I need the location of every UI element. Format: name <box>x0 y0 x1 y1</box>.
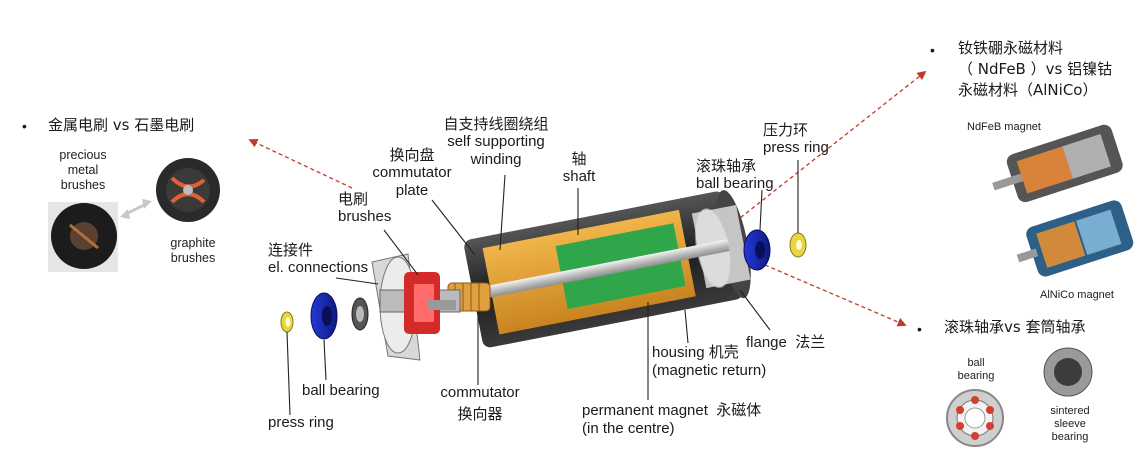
double-arrow-icon <box>120 199 152 219</box>
magnet-heading-line-2: （ NdFeB ）vs 铝镍钴 <box>958 60 1113 78</box>
self-supporting-cn: 自支持线圈绕组 <box>443 115 549 133</box>
commutator-plate-en-1: commutator <box>372 164 452 181</box>
connections-label: 连接件 el. connections <box>268 241 368 277</box>
top-right-bullet: • <box>930 42 935 58</box>
graphite-line-1: graphite <box>170 236 216 250</box>
alnico-magnet-label: AlNiCo magnet <box>1040 289 1114 301</box>
magnet-heading-line-3: 永磁材料（AlNiCo） <box>958 81 1098 99</box>
housing-en: housing <box>652 344 705 361</box>
bottom-right-bullet: • <box>917 321 922 337</box>
self-supporting-winding-label: 自支持线圈绕组 self supporting winding <box>432 115 560 169</box>
sintered-line-1: sintered <box>1050 405 1090 417</box>
arrow-to-magnet-panel <box>734 70 927 223</box>
ball-bearing-photo-label: ball bearing <box>948 357 1004 383</box>
brushes-comparison-heading: 金属电刷 vs 石墨电刷 <box>48 116 195 134</box>
ball-bearing-top-en: ball bearing <box>696 175 774 192</box>
magnet-comparison-heading: 钕铁硼永磁材料 （ NdFeB ）vs 铝镍钴 永磁材料（AlNiCo） <box>958 38 1112 101</box>
press-ring-top-label: 压力环 press ring <box>763 121 829 157</box>
magnet-heading-line-1: 钕铁硼永磁材料 <box>958 39 1064 57</box>
commutator-label: commutator 换向器 <box>430 384 530 423</box>
brushes-en: brushes <box>338 208 392 225</box>
flange-cn: 法兰 <box>795 333 826 351</box>
shaft-cn: 轴 <box>571 150 587 168</box>
permanent-magnet-label: permanent magnet 永磁体 (in the centre) <box>582 401 761 438</box>
alnico-motor-photo <box>1016 200 1134 277</box>
precious-metal-brushes-label: precious metal brushes <box>50 148 116 193</box>
ball-line-2: bearing <box>957 370 995 382</box>
ball-bearing-left-label: ball bearing <box>302 382 380 399</box>
housing <box>432 190 751 348</box>
flange-label: flange 法兰 <box>746 333 825 352</box>
leader-lines <box>286 160 799 416</box>
precious-line-2: metal <box>67 163 99 177</box>
arrow-to-bearing-panel <box>764 264 907 327</box>
in-centre-text: (in the centre) <box>582 420 675 437</box>
ball-bearing-top-cn: 滚珠轴承 <box>696 157 757 175</box>
end-cap <box>371 253 461 361</box>
left-bullet: • <box>22 118 27 134</box>
connections-cn: 连接件 <box>268 241 314 259</box>
shaft-en: shaft <box>562 168 596 185</box>
self-supporting-en-1: self supporting <box>447 133 545 150</box>
ndfeb-motor-photo <box>992 124 1123 203</box>
magnetic-return-text: (magnetic return) <box>652 362 767 379</box>
press-ring-left-label: press ring <box>268 414 334 431</box>
graphite-brushes-label: graphite brushes <box>158 236 228 266</box>
graphite-line-2: brushes <box>170 251 216 265</box>
graphite-brush-photo <box>156 158 220 222</box>
permanent-magnet-cn: 永磁体 <box>716 401 762 419</box>
ndfeb-magnet-label: NdFeB magnet <box>967 121 1041 133</box>
sintered-line-3: bearing <box>1051 431 1089 443</box>
connections-en: el. connections <box>268 259 369 276</box>
self-supporting-en-2: winding <box>470 151 522 168</box>
housing-cn: 机壳 <box>708 343 739 361</box>
commutator-plate-label: 换向盘 commutator plate <box>372 146 452 200</box>
sleeve-bearing-photo <box>1043 347 1093 397</box>
precious-line-1: precious <box>59 148 107 162</box>
housing-label: housing 机壳 (magnetic return) <box>652 343 766 380</box>
precious-line-3: brushes <box>60 178 106 192</box>
commutator-en: commutator <box>440 384 520 401</box>
arrow-to-brushes-panel <box>248 138 353 189</box>
precious-metal-brush-photo <box>48 202 118 272</box>
press-ring-top-cn: 压力环 <box>763 121 809 139</box>
ball-line-1: ball <box>967 357 985 369</box>
permanent-magnet-en: permanent magnet <box>582 402 708 419</box>
brushes-cn: 电刷 <box>338 190 369 208</box>
brushes-label: 电刷 brushes <box>338 190 391 226</box>
sintered-sleeve-bearing-label: sintered sleeve bearing <box>1040 405 1100 444</box>
commutator-plate-cn: 换向盘 <box>389 146 435 164</box>
ball-bearing-photo <box>946 389 1004 447</box>
bearing-comparison-heading: 滚珠轴承vs 套筒轴承 <box>944 318 1086 336</box>
shaft-label: 轴 shaft <box>555 150 603 186</box>
sintered-line-2: sleeve <box>1054 418 1086 430</box>
commutator-plate-en-2: plate <box>395 182 429 199</box>
flange-en: flange <box>746 334 787 351</box>
commutator-cn: 换向器 <box>457 405 503 423</box>
press-ring-top-en: press ring <box>763 139 829 156</box>
ball-bearing-top-label: 滚珠轴承 ball bearing <box>696 157 774 193</box>
